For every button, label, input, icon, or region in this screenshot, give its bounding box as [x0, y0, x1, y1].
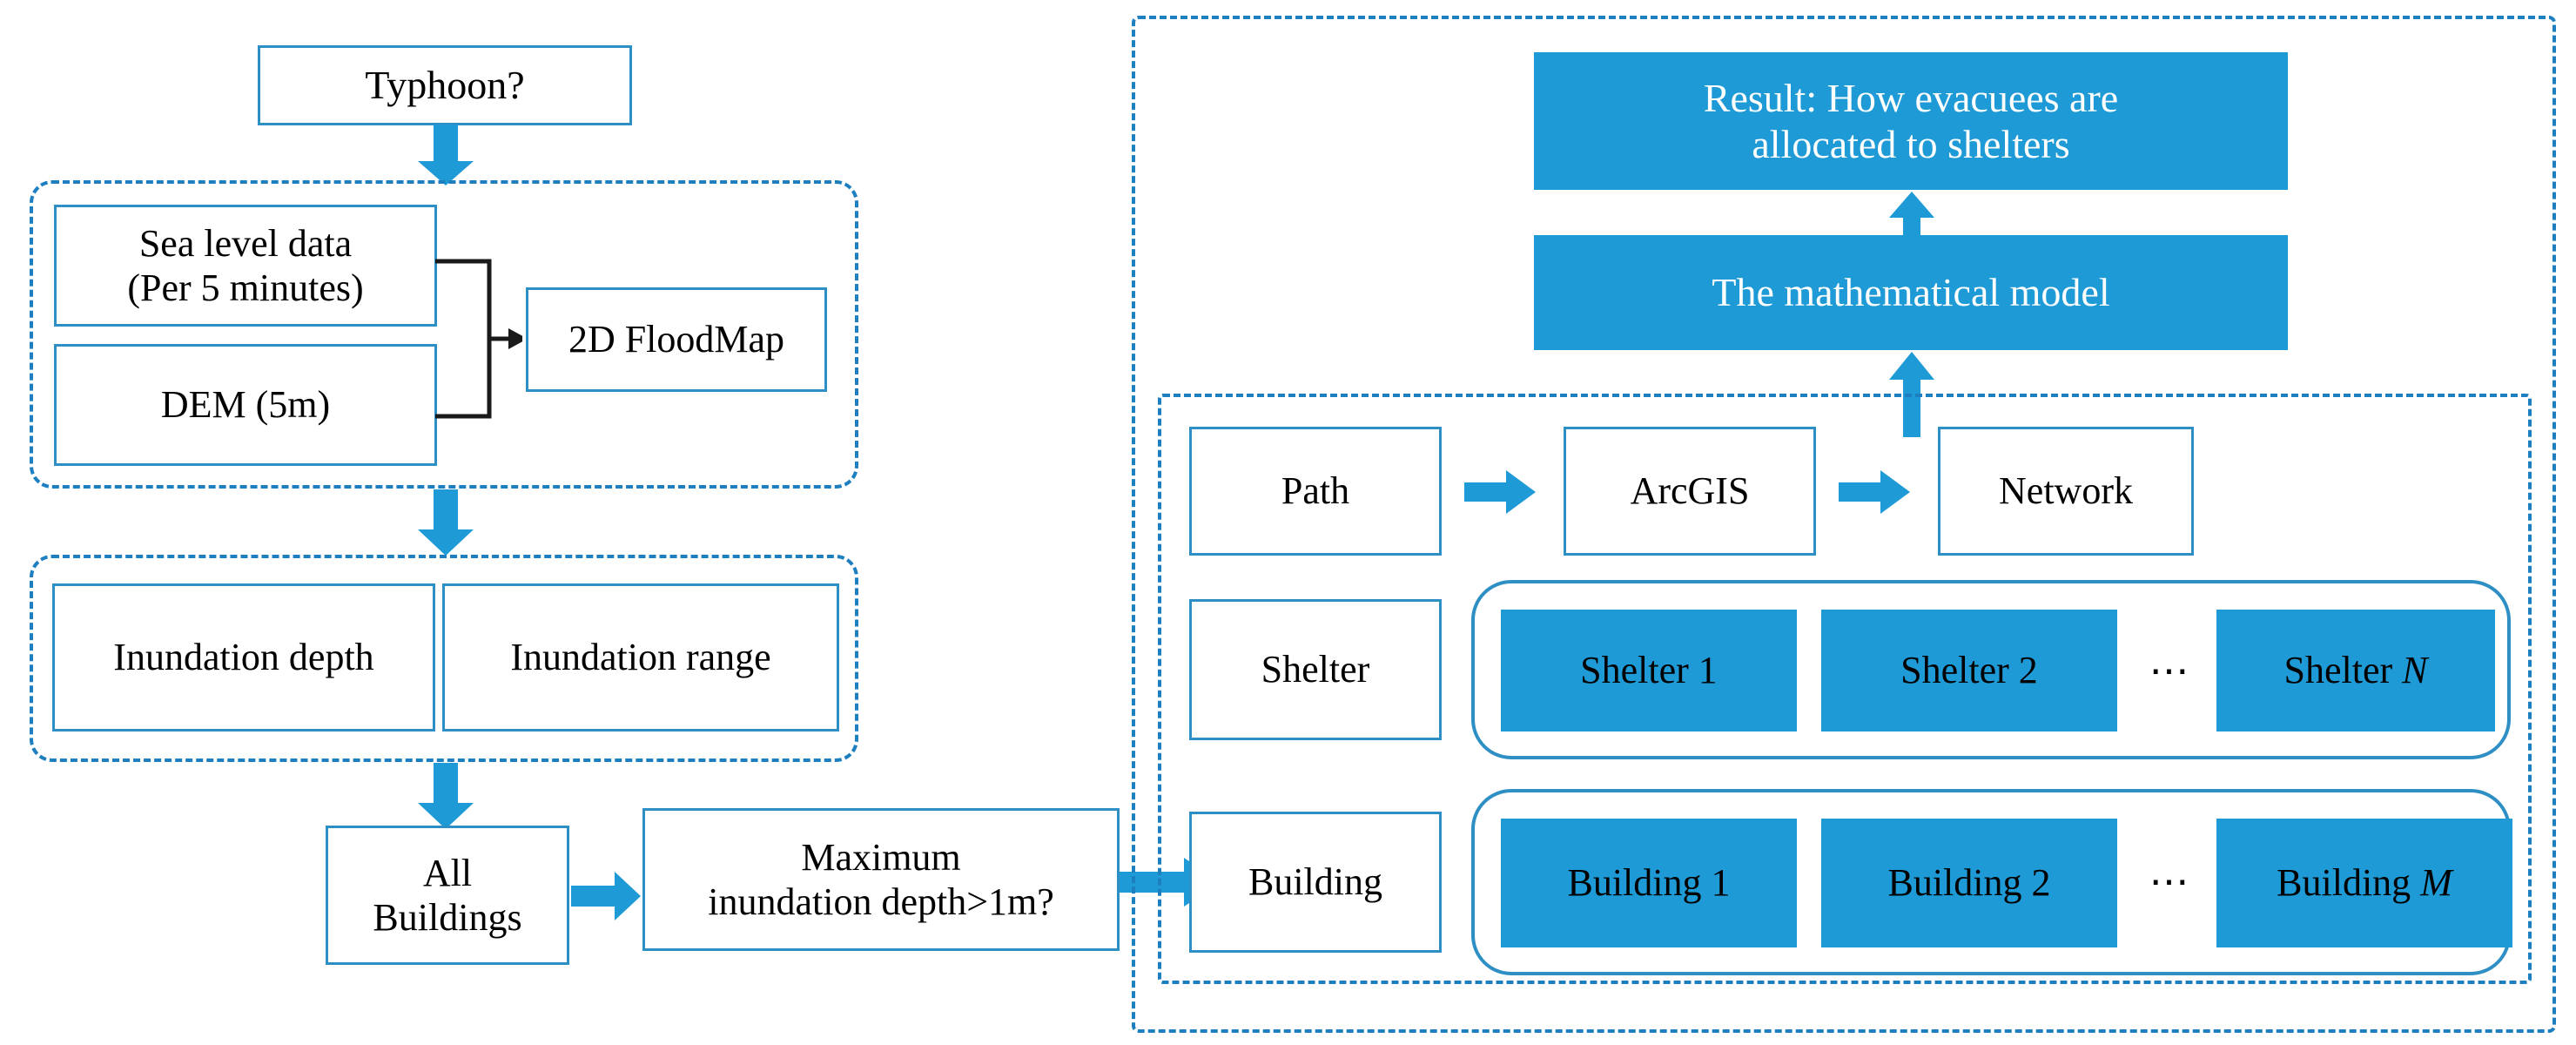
node-shelter-2: Shelter 2 — [1821, 610, 2117, 732]
node-inundation-depth-label: Inundation depth — [113, 636, 374, 679]
node-network: Network — [1938, 427, 2194, 556]
arrow-inundation-to-buildings — [411, 763, 481, 831]
node-2d-floodmap-label: 2D FloodMap — [568, 318, 785, 361]
arrow-path-to-arcgis — [1464, 469, 1537, 516]
node-sea-level-line2: (Per 5 minutes) — [127, 266, 364, 309]
node-decision-line2: inundation depth>1m? — [708, 880, 1054, 923]
node-typhoon-label: Typhoon? — [365, 63, 525, 108]
node-inundation-range-label: Inundation range — [510, 636, 771, 679]
arrow-arcgis-to-network — [1839, 469, 1912, 516]
node-shelter-1: Shelter 1 — [1501, 610, 1797, 732]
node-decision-max-depth: Maximum inundation depth>1m? — [642, 808, 1120, 951]
node-sea-level-line1: Sea level data — [138, 221, 353, 265]
arrow-model-to-result — [1884, 192, 1940, 270]
node-mathematical-model-label: The mathematical model — [1712, 270, 2110, 315]
node-path-label: Path — [1281, 469, 1350, 513]
node-building-1-label: Building 1 — [1567, 861, 1731, 905]
node-building-2-label: Building 2 — [1887, 861, 2051, 905]
node-shelter-n: Shelter N — [2216, 610, 2495, 732]
node-building-m: Building M — [2216, 819, 2512, 947]
node-all-buildings-line2: Buildings — [373, 896, 522, 939]
arrow-typhoon-to-data — [411, 125, 481, 187]
node-dem: DEM (5m) — [54, 344, 437, 466]
node-building-1: Building 1 — [1501, 819, 1797, 947]
node-shelter-1-label: Shelter 1 — [1580, 649, 1718, 692]
node-all-buildings: All Buildings — [326, 826, 569, 965]
panel-model-inputs — [1158, 394, 2532, 984]
panel-model-outer — [1132, 16, 2556, 1033]
node-arcgis: ArcGIS — [1564, 427, 1816, 556]
node-all-buildings-line1: All — [422, 851, 473, 894]
arrow-buildings-to-decision — [571, 869, 644, 923]
node-dem-label: DEM (5m) — [160, 383, 331, 427]
node-mathematical-model: The mathematical model — [1534, 235, 2288, 350]
node-result-line2: allocated to shelters — [1752, 122, 2070, 166]
node-inundation-range: Inundation range — [442, 583, 839, 732]
node-network-label: Network — [1999, 469, 2133, 513]
node-2d-floodmap: 2D FloodMap — [526, 287, 827, 392]
node-building-2: Building 2 — [1821, 819, 2117, 947]
node-result: Result: How evacuees are allocated to sh… — [1534, 52, 2288, 190]
node-decision-line1: Maximum — [801, 835, 961, 879]
node-sea-level-data: Sea level data (Per 5 minutes) — [54, 205, 437, 327]
node-shelter-n-label: Shelter N — [2283, 649, 2428, 692]
node-arcgis-label: ArcGIS — [1630, 469, 1750, 513]
building-ellipsis: ⋯ — [2149, 860, 2192, 904]
node-shelter-label-text: Shelter — [1261, 648, 1370, 691]
node-building-label: Building — [1189, 812, 1442, 953]
bracket-data-merge — [435, 256, 522, 421]
group-shelters — [1471, 580, 2511, 759]
node-path: Path — [1189, 427, 1442, 556]
node-building-label-text: Building — [1248, 860, 1383, 904]
node-building-m-label: Building M — [2277, 861, 2452, 905]
node-shelter-2-label: Shelter 2 — [1900, 649, 2038, 692]
node-shelter-label: Shelter — [1189, 599, 1442, 740]
panel-inundation-results — [30, 555, 858, 762]
node-typhoon: Typhoon? — [258, 45, 632, 125]
node-inundation-depth: Inundation depth — [52, 583, 435, 732]
panel-data-sources — [30, 180, 858, 489]
shelter-ellipsis: ⋯ — [2149, 649, 2192, 693]
node-result-line1: Result: How evacuees are — [1703, 75, 2119, 120]
arrow-data-to-inundation — [411, 489, 481, 557]
